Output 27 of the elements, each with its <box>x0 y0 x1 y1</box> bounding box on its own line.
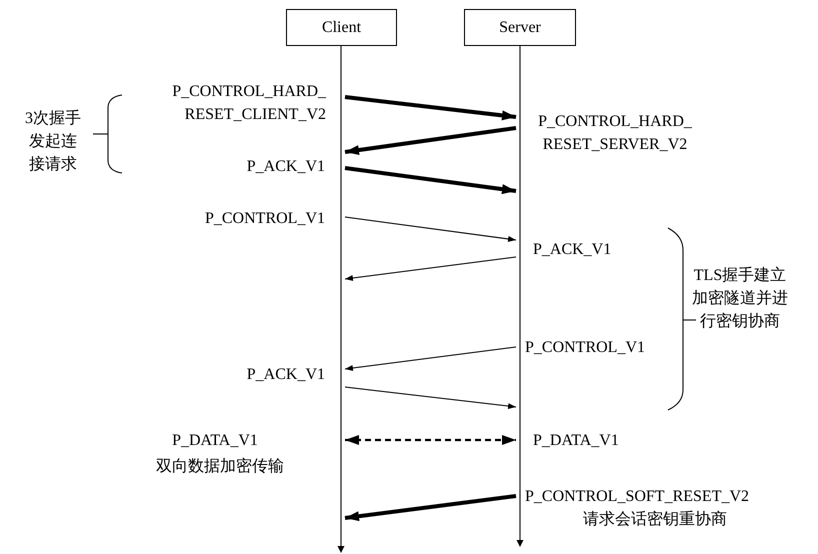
message-label: P_DATA_V1 <box>533 431 620 451</box>
note-text: P_DATA_V1 <box>171 431 259 451</box>
message-label: P_CONTROL_SOFT_RESET_V2 <box>525 487 750 507</box>
note-text: 双向数据加密传输 <box>155 456 285 477</box>
lifeline <box>337 46 345 553</box>
note-text: 请求会话密钥重协商 <box>582 510 728 530</box>
lifeline <box>516 46 524 547</box>
message-label: P_ACK_V1 <box>246 157 325 177</box>
participant-box: Client <box>286 9 397 46</box>
message-label: P_ACK_V1 <box>246 365 325 385</box>
message-arrow <box>344 494 516 522</box>
annotation-text: 3次握手发起连接请求 <box>24 108 82 175</box>
message-label: P_CONTROL_HARD_ RESET_SERVER_V2 <box>537 112 693 155</box>
message-arrow <box>345 435 516 445</box>
message-arrow <box>344 166 516 194</box>
message-arrow <box>344 126 516 155</box>
message-label: P_CONTROL_V1 <box>204 209 325 229</box>
message-arrow <box>344 256 516 281</box>
message-arrow <box>344 95 516 120</box>
message-label: P_CONTROL_HARD_ RESET_CLIENT_V2 <box>171 82 326 125</box>
message-arrow <box>344 386 516 410</box>
message-label: P_CONTROL_V1 <box>525 338 646 358</box>
participant-box: Server <box>464 9 576 46</box>
message-arrow <box>344 346 516 371</box>
message-label: P_ACK_V1 <box>533 240 612 260</box>
annotation-text: TLS握手建立加密隧道并进行密钥协商 <box>691 266 789 332</box>
message-arrow <box>344 216 516 242</box>
